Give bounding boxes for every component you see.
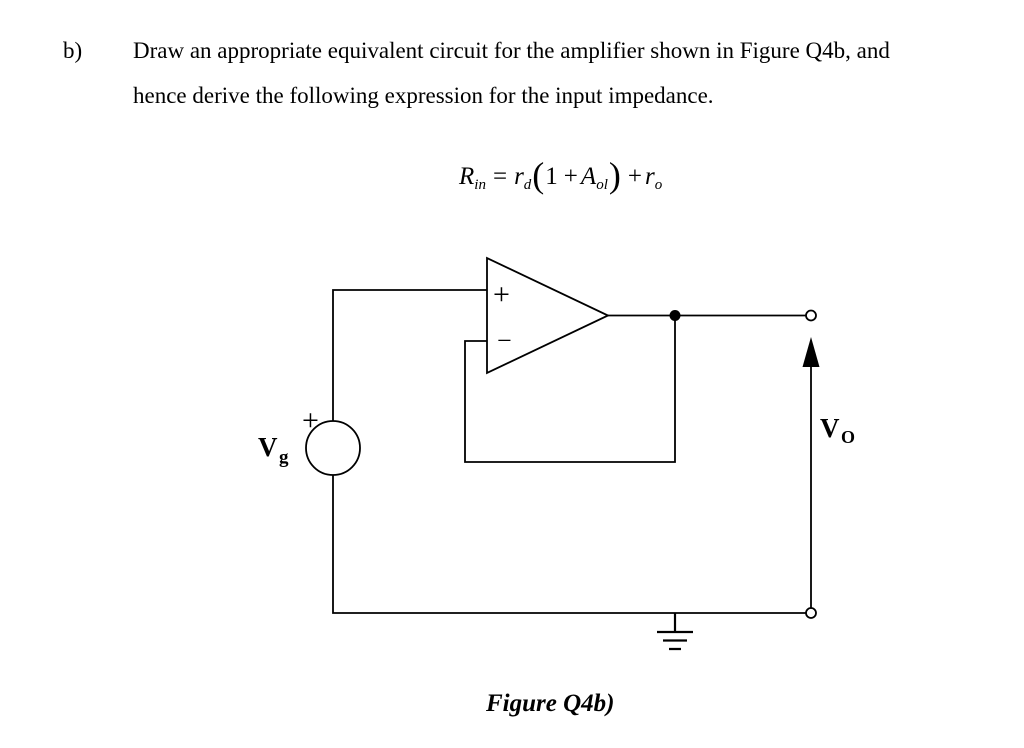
input-impedance-equation: Rin = rd ( 1 + Aol ) + ro <box>459 155 663 195</box>
question-text-line2: hence derive the following expression fo… <box>133 83 714 108</box>
source-polarity-plus: + <box>302 404 319 437</box>
eq-plus-inner: + <box>563 163 578 190</box>
wire-bottom <box>332 475 806 614</box>
opamp-plus-label: + <box>493 278 510 311</box>
vo-label: V <box>820 413 840 443</box>
eq-equals: = <box>492 163 508 190</box>
ground-icon <box>657 613 693 651</box>
wire-noninverting-input <box>332 289 487 421</box>
eq-term-ro: ro <box>644 163 663 193</box>
eq-plus-outer: + <box>627 163 642 190</box>
question-text-line1: Draw an appropriate equivalent circuit f… <box>133 38 890 63</box>
output-node-dot <box>669 310 681 321</box>
question-text: Draw an appropriate equivalent circuit f… <box>133 28 1013 118</box>
vo-arrow-head <box>802 337 820 367</box>
eq-term-rd: rd <box>514 163 532 193</box>
vg-subscript: g <box>279 447 289 468</box>
vg-label: V <box>258 432 278 462</box>
voltage-source-circle <box>305 420 361 476</box>
vo-subscript: O <box>841 427 855 447</box>
eq-one: 1 <box>545 163 558 190</box>
wire-feedback <box>464 315 676 463</box>
opamp-minus-label: − <box>497 326 512 355</box>
eq-term-Rin: Rin <box>459 163 486 193</box>
output-terminal-bottom <box>805 607 817 619</box>
figure-caption: Figure Q4b) <box>486 690 615 717</box>
eq-term-Aol: Aol <box>580 163 608 193</box>
question-item-label: b) <box>63 38 83 63</box>
output-terminal-top <box>805 309 817 322</box>
opamp-triangle <box>486 256 611 375</box>
